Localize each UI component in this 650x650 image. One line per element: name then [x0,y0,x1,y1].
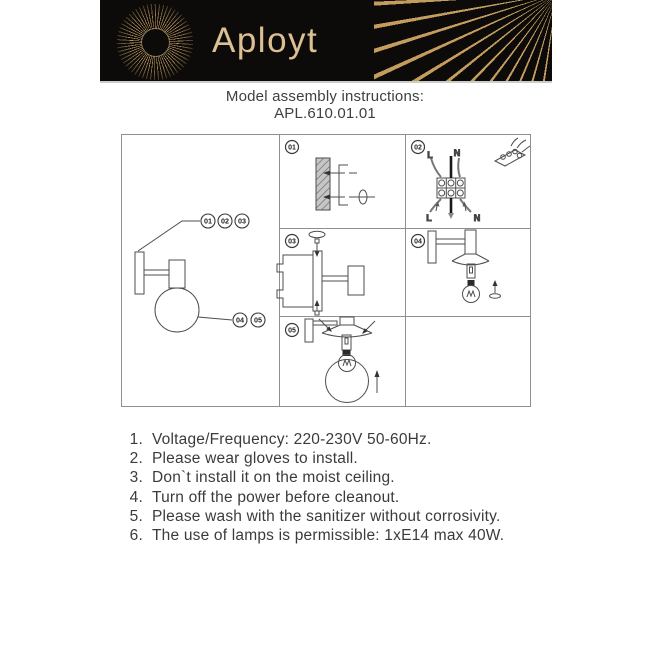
corner-rays-decoration [374,0,552,81]
assembly-diagram: 01 02 03 04 05 01 02 03 04 05 [121,134,531,407]
model-code: APL.610.01.01 [274,104,376,122]
badge-01: 01 [288,145,296,152]
callout-01: 01 [204,217,212,226]
item-number: 5. [129,507,143,525]
callout-04: 04 [236,316,244,325]
item-text: Voltage/Frequency: 220-230V 50-60Hz. [152,430,432,448]
wire-label-L-bottom: L [426,213,432,223]
list-item: 4. Turn off the power before cleanout. [121,488,504,507]
panel-01-wall-mounting [315,157,375,211]
wire-label-N-top: N [454,148,461,158]
item-text: Don`t install it on the moist ceiling. [152,469,395,487]
list-item: 2. Please wear gloves to install. [121,449,504,468]
wall-lamp-drawing [134,220,233,333]
list-item: 6. The use of lamps is permissible: 1xE1… [121,526,504,545]
terminal-block-3d [493,137,531,167]
brand-wordmark: Aployt [212,20,319,60]
instructions-list: 1. Voltage/Frequency: 220-230V 50-60Hz. … [121,430,504,546]
title-block: Model assembly instructions: APL.610.01.… [0,88,650,122]
wire-label-N-bottom: N [474,213,481,223]
part-callouts: 01 02 03 04 05 [200,213,266,328]
list-item: 5. Please wash with the sanitizer withou… [121,507,504,526]
list-item: 3. Don`t install it on the moist ceiling… [121,469,504,488]
badge-02: 02 [414,145,422,152]
diagram-grid [121,134,531,407]
panel-04-bulb-installation [427,229,501,303]
page-title: Model assembly instructions: [225,88,425,105]
brand-banner: Aployt [100,0,552,81]
badge-05: 05 [288,328,296,335]
sunburst-logo-icon [117,4,193,80]
callout-05: 05 [254,316,262,325]
panel-badges: 01 02 03 04 05 [284,139,426,338]
item-number: 4. [129,488,143,506]
badge-03: 03 [288,239,296,246]
item-text: Please wash with the sanitizer without c… [152,507,501,525]
item-number: 3. [129,469,143,487]
panel-05-globe-attachment [304,316,380,403]
item-number: 6. [129,527,143,545]
wire-label-L-top: L [427,150,433,160]
item-text: Turn off the power before cleanout. [152,488,400,506]
item-number: 2. [129,449,143,467]
item-text: The use of lamps is permissible: 1xE14 m… [152,527,505,545]
item-number: 1. [129,430,143,448]
list-item: 1. Voltage/Frequency: 220-230V 50-60Hz. [121,430,504,449]
callout-02: 02 [221,217,229,226]
badge-04: 04 [414,239,422,246]
item-text: Please wear gloves to install. [152,449,358,467]
panel-02-wiring: L N L N [426,137,531,224]
panel-03-base-attachment [276,230,365,316]
callout-03: 03 [238,217,246,226]
